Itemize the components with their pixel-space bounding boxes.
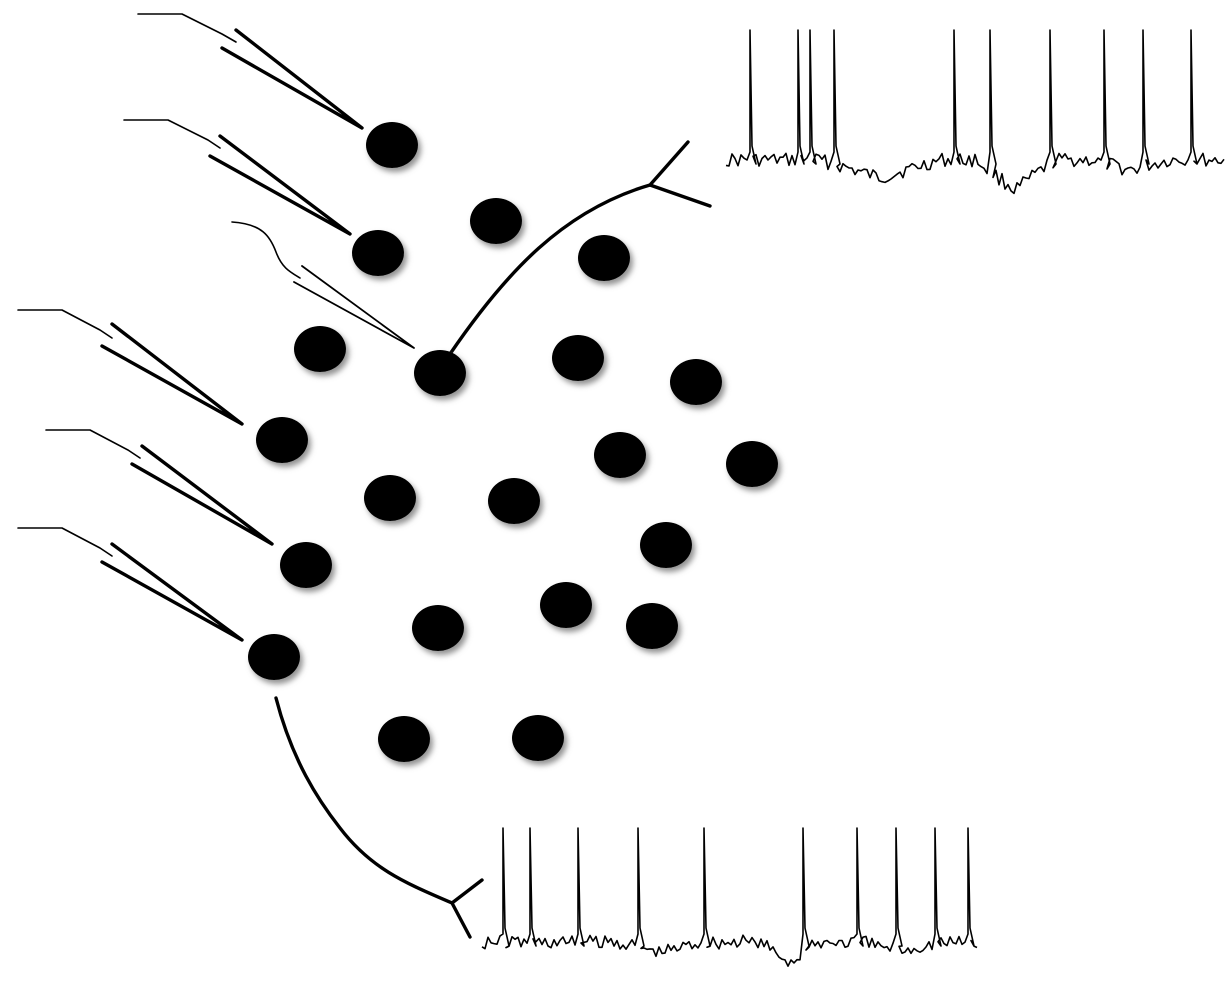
neuron — [378, 716, 430, 762]
neuron-recorded — [414, 350, 466, 396]
neuron — [726, 441, 778, 487]
neuron-recorded — [366, 122, 418, 168]
neuron — [470, 198, 522, 244]
axon-top — [450, 142, 710, 354]
neuron — [552, 335, 604, 381]
neuron — [364, 475, 416, 521]
neuron — [294, 326, 346, 372]
electrode-1 — [138, 14, 362, 128]
electrode-5 — [18, 528, 242, 640]
neuron-recorded — [352, 230, 404, 276]
electrode-3 — [18, 310, 242, 424]
neuron — [626, 603, 678, 649]
neuron — [488, 478, 540, 524]
neuron-recorded — [280, 542, 332, 588]
neuron — [670, 359, 722, 405]
neuron-recorded — [248, 634, 300, 680]
neuron — [578, 235, 630, 281]
electrode-2 — [124, 120, 350, 234]
neuron — [594, 432, 646, 478]
neuron-recorded — [256, 417, 308, 463]
neuron — [640, 522, 692, 568]
electrode-4 — [46, 430, 272, 544]
neuron — [512, 715, 564, 761]
voltage-trace-top — [726, 30, 1224, 193]
neuron — [540, 582, 592, 628]
neuron — [412, 605, 464, 651]
voltage-trace-bottom — [482, 828, 977, 966]
